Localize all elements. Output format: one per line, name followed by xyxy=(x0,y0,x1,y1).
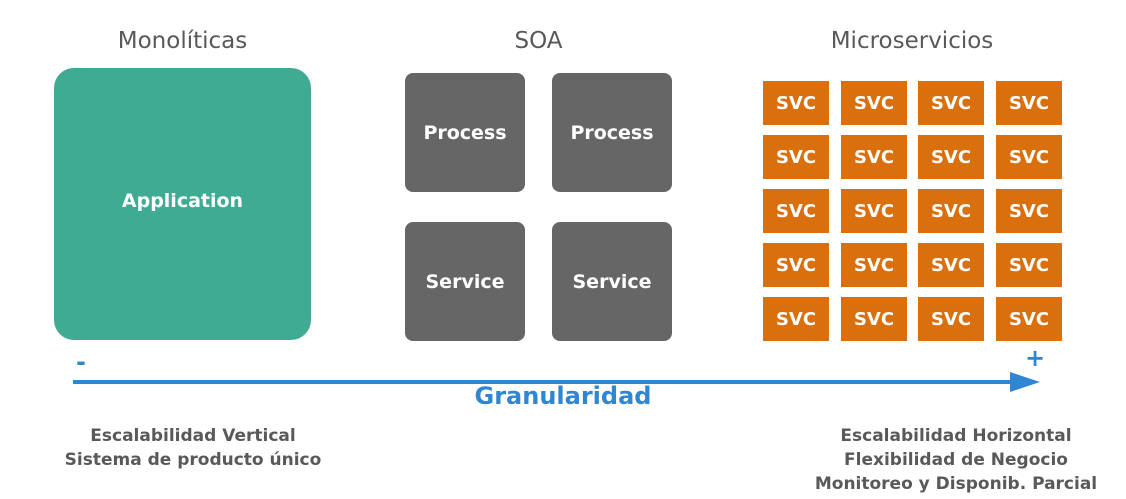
soa-service-block: Service xyxy=(405,222,525,341)
svc-block: SVC xyxy=(918,81,984,125)
microservices-title: Microservicios xyxy=(830,28,994,54)
svc-block: SVC xyxy=(763,189,829,233)
svc-block: SVC xyxy=(996,81,1062,125)
soa-title: SOA xyxy=(514,28,563,54)
soa-service-block: Service xyxy=(552,222,672,341)
svc-block: SVC xyxy=(841,189,907,233)
svc-block: SVC xyxy=(918,189,984,233)
note-monitoring-availability: Monitoreo y Disponib. Parcial xyxy=(814,474,1098,494)
svc-block: SVC xyxy=(841,243,907,287)
svc-block: SVC xyxy=(841,81,907,125)
note-single-product-system: Sistema de producto único xyxy=(64,450,322,470)
svc-block: SVC xyxy=(918,243,984,287)
svc-block: SVC xyxy=(763,81,829,125)
note-vertical-scalability: Escalabilidad Vertical xyxy=(90,426,296,446)
granularity-label: Granularidad xyxy=(474,382,652,410)
application-label: Application xyxy=(121,190,244,212)
note-horizontal-scalability: Escalabilidad Horizontal xyxy=(840,426,1072,446)
soa-process-block: Process xyxy=(552,73,672,192)
granularity-axis-line xyxy=(73,380,1013,384)
svc-block: SVC xyxy=(996,135,1062,179)
svc-block: SVC xyxy=(841,135,907,179)
monolithic-title: Monolíticas xyxy=(117,28,248,54)
svc-block: SVC xyxy=(918,135,984,179)
svc-block: SVC xyxy=(996,243,1062,287)
svc-block: SVC xyxy=(763,297,829,341)
svc-block: SVC xyxy=(763,243,829,287)
application-block: Application xyxy=(54,68,311,340)
svc-block: SVC xyxy=(841,297,907,341)
right-notes: Escalabilidad Horizontal Flexibilidad de… xyxy=(806,424,1106,496)
svc-block: SVC xyxy=(918,297,984,341)
axis-minus-sign: - xyxy=(76,348,86,376)
svc-block: SVC xyxy=(763,135,829,179)
left-notes: Escalabilidad Vertical Sistema de produc… xyxy=(58,424,328,472)
svc-block: SVC xyxy=(996,297,1062,341)
granularity-arrow-head xyxy=(1010,372,1040,392)
note-business-flexibility: Flexibilidad de Negocio xyxy=(844,450,1068,470)
soa-process-block: Process xyxy=(405,73,525,192)
svc-block: SVC xyxy=(996,189,1062,233)
axis-plus-sign: + xyxy=(1025,344,1046,372)
